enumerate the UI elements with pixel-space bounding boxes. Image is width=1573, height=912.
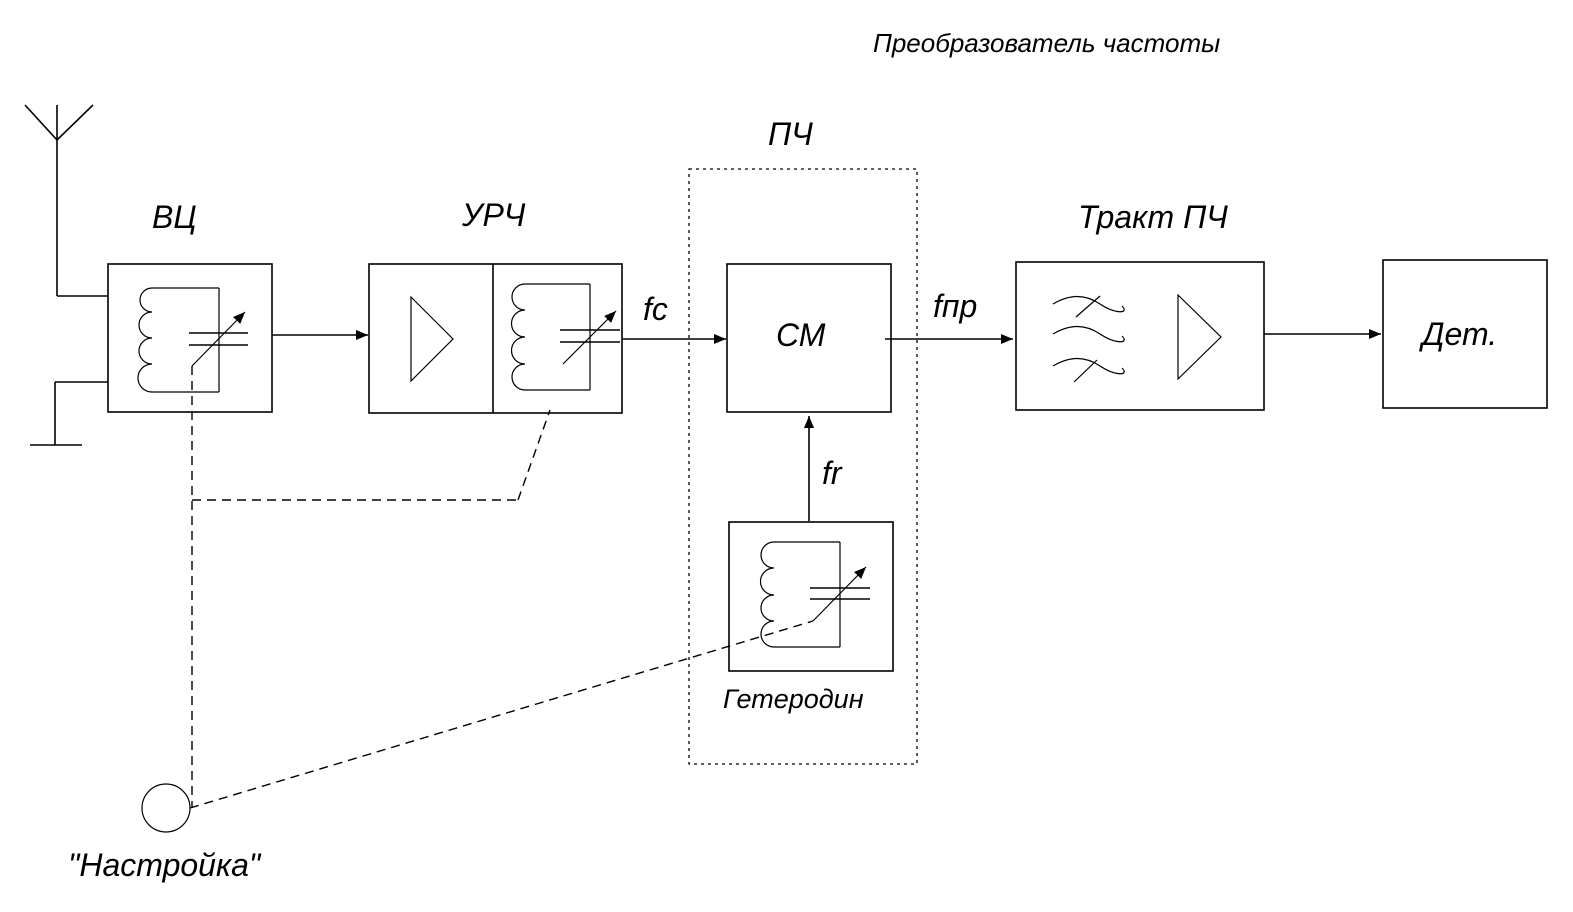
tuning-knob[interactable]: [141, 783, 191, 833]
tuning-knob-label: "Настройка": [68, 847, 262, 883]
diagram-title: Преобразователь частоты: [873, 28, 1220, 58]
signal-label-fif: fпр: [933, 288, 977, 324]
lc-tank-icon: [759, 541, 870, 648]
detector-label: Дет.: [1419, 316, 1497, 352]
detector-block: [1382, 259, 1548, 409]
if-path-block: [1015, 261, 1265, 411]
rf-amplifier-block: [368, 263, 623, 414]
frequency-converter-label: ПЧ: [768, 116, 813, 152]
lc-tank-icon: [510, 283, 620, 391]
mixer-label: СМ: [776, 317, 826, 353]
mixer-block: [726, 263, 892, 413]
if-path-label: Тракт ПЧ: [1078, 199, 1228, 235]
amplifier-triangle-icon: [410, 295, 454, 383]
bandpass-filter-icon: [1052, 295, 1125, 383]
frequency-converter-group: [688, 168, 918, 765]
ganged-tuning-linkage: [189, 366, 814, 809]
amplifier-triangle-icon: [1177, 293, 1222, 381]
ground-icon: [30, 381, 108, 446]
input-circuit-block: [107, 263, 273, 413]
signal-label-fc: fc: [643, 291, 668, 327]
signal-label-fr: fr: [822, 455, 843, 491]
rf-amplifier-label: УРЧ: [461, 197, 526, 233]
local-oscillator-label: Гетеродин: [723, 684, 864, 714]
lc-tank-icon: [137, 287, 248, 393]
antenna-icon: [24, 104, 108, 297]
local-oscillator-block: [728, 521, 894, 672]
input-circuit-label: ВЦ: [152, 199, 197, 235]
